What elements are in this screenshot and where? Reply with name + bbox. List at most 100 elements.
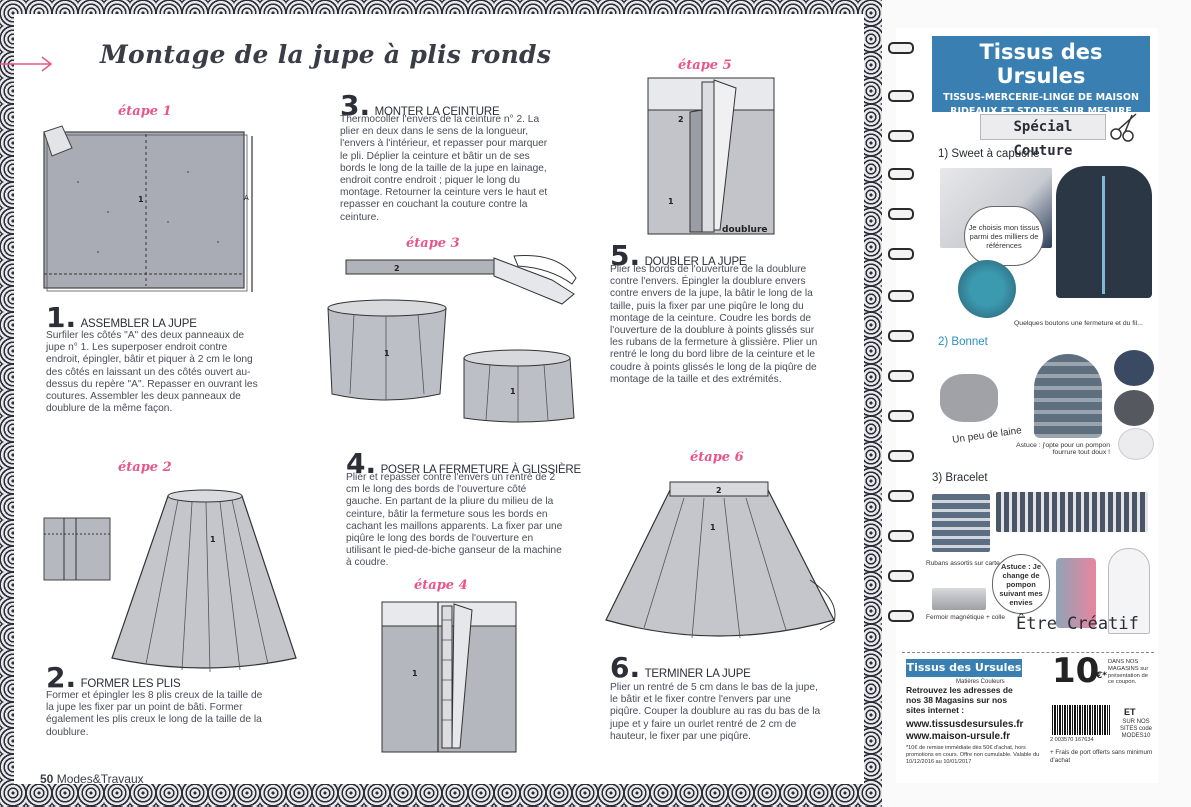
svg-text:2: 2: [716, 486, 722, 495]
hoodie-photo: [1056, 166, 1152, 298]
svg-text:1: 1: [384, 349, 390, 358]
step-4-text: Plier et repasser contre l'envers un ren…: [346, 472, 564, 570]
spiral-ring: [888, 450, 914, 462]
step-6-number: 6.: [610, 651, 640, 684]
spiral-ring: [888, 410, 914, 422]
coupon: Tissus des Ursules Matières Couleurs Ret…: [902, 652, 1154, 777]
step-2-detail-figure: [42, 516, 112, 582]
fig1-number: 1: [138, 195, 144, 204]
step-3-text: Thermocoller l'envers de la ceinture n° …: [340, 114, 552, 224]
spiral-ring: [888, 330, 914, 342]
section-bracelet: 3) Bracelet: [932, 472, 988, 484]
wool-photo: [940, 374, 998, 422]
step-6-title: TERMINER LA JUPE: [645, 668, 751, 680]
fine-print: *10€ de remise immédiate dès 50€ d'achat…: [906, 745, 1040, 766]
step-1-title: ASSEMBLER LA JUPE: [81, 318, 197, 330]
arrow-icon: [0, 54, 56, 74]
barcode-number: 2 003570 167634: [1050, 737, 1094, 743]
step-3-figure: 2 1 1: [314, 254, 586, 424]
step-4-figure: 1: [380, 600, 520, 754]
step-2-skirt-figure: 1: [106, 482, 302, 678]
buttons-note: Quelques boutons une fermeture et du fil…: [1014, 320, 1154, 327]
step-4-label: étape 4: [414, 578, 468, 593]
section-bonnet: 2) Bonnet: [938, 336, 988, 348]
svg-text:1: 1: [510, 387, 516, 396]
doublure-label: doublure: [722, 225, 768, 235]
pompon-photo-2: [1114, 390, 1154, 426]
etre-createif-text: Être Créatif: [1016, 614, 1139, 634]
spiral-ring: [888, 130, 914, 142]
step-6-heading: 6. TERMINER LA JUPE: [610, 654, 751, 682]
svg-text:1: 1: [210, 535, 216, 544]
tutorial-page: Montage de la jupe à plis ronds étape 1 …: [14, 14, 864, 784]
magazine-name: Modes&Travaux: [57, 772, 144, 786]
step-1-text: Surfiler les côtés "A" des deux panneaux…: [46, 330, 258, 415]
step-5-label: étape 5: [678, 58, 732, 73]
discount-unit: €*: [1096, 671, 1107, 681]
astuce-bubble: Astuce : Je change de pompon suivant mes…: [992, 554, 1050, 614]
et-label: ET: [1124, 707, 1136, 717]
fig1-A-mark: A: [244, 194, 249, 202]
step-1-heading: 1. ASSEMBLER LA JUPE: [46, 304, 197, 332]
svg-text:2: 2: [394, 264, 400, 273]
discount-value: 10: [1052, 651, 1099, 691]
clasp-photo: [932, 588, 986, 610]
step-6-label: étape 6: [690, 450, 744, 465]
svg-text:2: 2: [678, 115, 684, 124]
spiral-ring: [888, 370, 914, 382]
spiral-ring: [888, 208, 914, 220]
pompon-photo-1: [1114, 350, 1154, 386]
spiral-ring: [888, 90, 914, 102]
spiral-ring: [888, 290, 914, 302]
brand-tagline-1: TISSUS-MERCERIE-LINGE DE MAISON: [932, 92, 1150, 103]
page-number: 50: [40, 772, 53, 786]
step-2-label: étape 2: [118, 460, 172, 475]
spiral-ring: [888, 610, 914, 622]
spiral-ring: [888, 530, 914, 542]
spiral-ring: [888, 168, 914, 180]
rubans-label: Rubans assortis sur carte: [926, 560, 1000, 567]
ribbons-photo: [932, 494, 990, 552]
page-title: Montage de la jupe à plis ronds: [100, 40, 551, 69]
bonnet-photo: [1034, 354, 1102, 438]
svg-text:1: 1: [710, 523, 716, 532]
bracelet-photo: [996, 492, 1148, 532]
buttons-photo: [958, 260, 1016, 318]
section-sweet: 1) Sweet à capuche: [938, 148, 1040, 160]
special-couture-banner: Spécial Couture: [980, 114, 1106, 140]
website-1: www.tissusdesursules.fr: [906, 719, 1023, 730]
step-1-label: étape 1: [118, 104, 172, 119]
step-6-skirt-figure: 2 1: [600, 470, 840, 654]
step-3-label: étape 3: [406, 236, 460, 251]
price-box: 10 €* DANS NOS MAGASINS sur présentation…: [1052, 657, 1152, 703]
page-folio: 50 Modes&Travaux: [40, 772, 144, 786]
spiral-ring: [888, 42, 914, 54]
price-note: DANS NOS MAGASINS sur présentation de ce…: [1108, 659, 1152, 686]
pompon-tip: Astuce : j'opte pour un pompon fourrure …: [1006, 442, 1110, 456]
spiral-ring: [888, 490, 914, 502]
shipping-note: + Frais de port offerts sans minimum d'a…: [1050, 749, 1154, 764]
pompon-photo-3: [1118, 428, 1154, 460]
step-2-text: Former et épingler les 8 plis creux de l…: [46, 690, 268, 739]
svg-text:1: 1: [668, 197, 674, 206]
step-6-text: Plier un rentré de 5 cm dans le bas de l…: [610, 682, 822, 743]
brand-logo: Tissus des Ursules TISSUS-MERCERIE-LINGE…: [932, 36, 1150, 112]
step-5-figure: 1 2 doublure: [646, 76, 776, 236]
step-2-heading: 2. FORMER LES PLIS: [46, 664, 180, 692]
retrouvez-text: Retrouvez les adresses de nos 38 Magasin…: [906, 685, 1026, 715]
brand-name: Tissus des Ursules: [932, 40, 1150, 88]
step-1-figure: 1 A: [38, 122, 270, 300]
spiral-ring: [888, 248, 914, 260]
website-2: www.maison-ursule.fr: [906, 731, 1010, 742]
svg-text:1: 1: [412, 669, 418, 678]
scissors-icon: [1108, 112, 1140, 142]
fermoir-label: Fermoir magnétique + colle: [926, 614, 1005, 621]
online-code: SUR NOS SITES code MODES10: [1116, 719, 1156, 740]
speech-bubble: Je choisis mon tissus parmi des milliers…: [964, 206, 1044, 266]
advertisement: Tissus des Ursules TISSUS-MERCERIE-LINGE…: [896, 28, 1158, 783]
spiral-ring: [888, 570, 914, 582]
barcode: [1052, 705, 1110, 735]
step-5-text: Plier les bords de l'ouverture de la dou…: [610, 264, 822, 386]
step-2-title: FORMER LES PLIS: [81, 678, 181, 690]
coupon-logo: Tissus des Ursules: [906, 659, 1022, 677]
